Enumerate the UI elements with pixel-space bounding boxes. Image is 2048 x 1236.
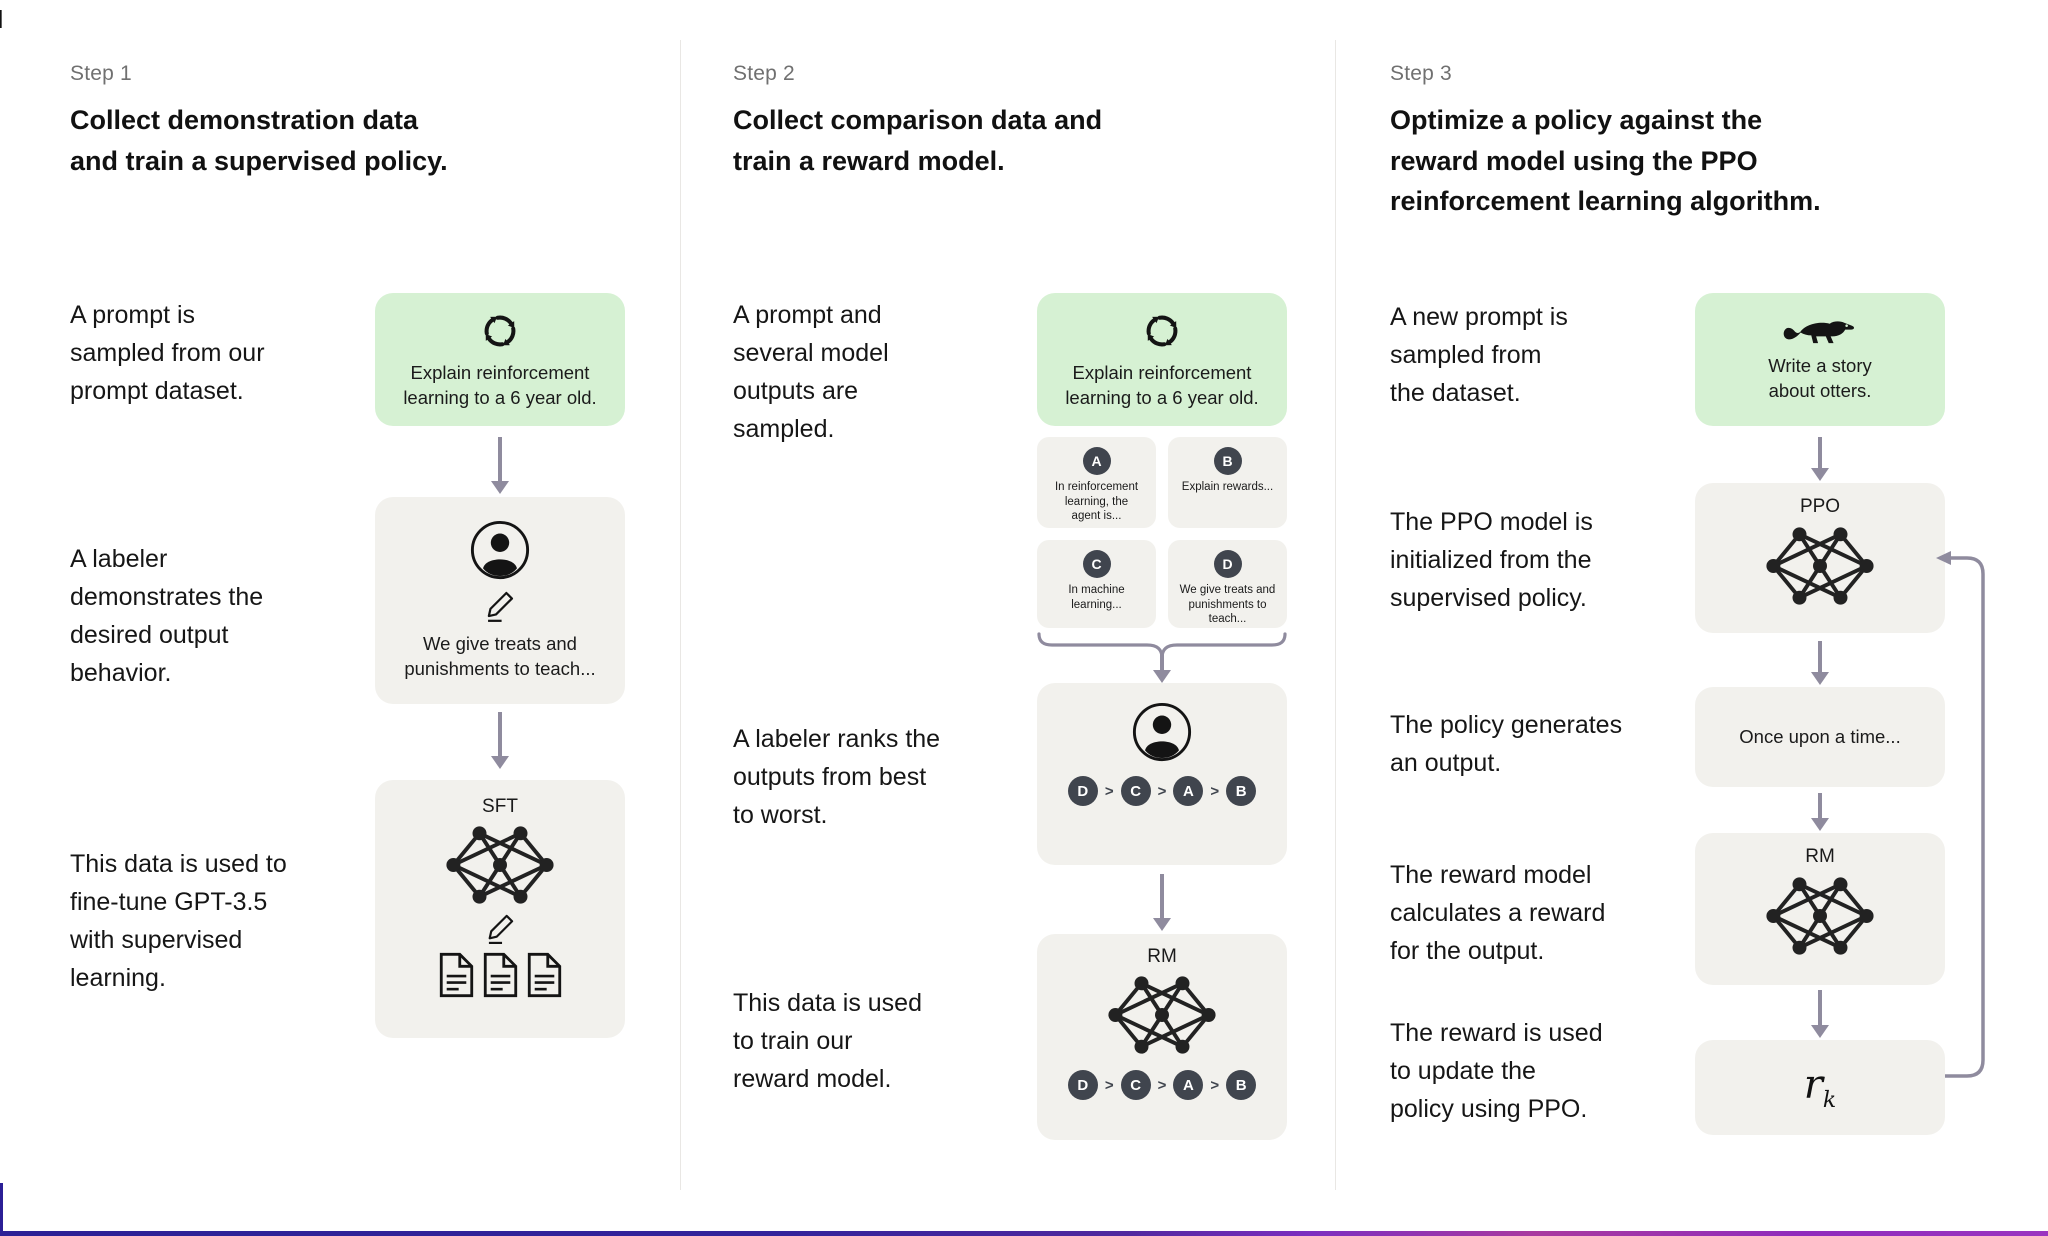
down-arrow xyxy=(1809,990,1831,1038)
prompt-text: Explain reinforcement learning to a 6 ye… xyxy=(1065,362,1259,408)
person-icon xyxy=(470,520,530,580)
reward-value: rk xyxy=(1803,1062,1837,1113)
step-3-caption-reward: The reward model calculates a reward for… xyxy=(1390,861,1606,965)
down-arrow xyxy=(1809,641,1831,685)
output-letter-badge: D xyxy=(1213,550,1242,578)
cycle-icon xyxy=(1139,308,1185,354)
otter-icon xyxy=(1783,320,1855,343)
step-2-caption-prompt: A prompt and several model outputs are s… xyxy=(733,301,889,443)
greater-than: > xyxy=(1157,782,1167,800)
step-1-caption-labeler: A labeler demonstrates the desired outpu… xyxy=(70,545,264,687)
step-3-caption-update: The reward is used to update the policy … xyxy=(1390,1019,1603,1123)
down-arrow xyxy=(1151,874,1173,931)
step-1-sft-box: SFT xyxy=(375,780,625,1038)
neural-net-icon xyxy=(1106,974,1218,1056)
step-2-caption-rank: A labeler ranks the outputs from best to… xyxy=(733,725,941,829)
down-arrow xyxy=(1809,793,1831,831)
sft-label: SFT xyxy=(482,796,518,817)
footer-left-border xyxy=(0,1183,3,1236)
cycle-icon xyxy=(477,308,523,354)
step-3-caption-generate: The policy generates an output. xyxy=(1390,711,1623,777)
step-1-label: Step 1 xyxy=(70,62,132,85)
ranking: D > C > A > B xyxy=(1067,1070,1257,1100)
greater-than: > xyxy=(1210,782,1220,800)
output-text: Explain rewards... xyxy=(1181,481,1274,493)
step-1-caption-prompt: A prompt is sampled from our prompt data… xyxy=(70,301,265,405)
greater-than: > xyxy=(1210,1076,1220,1094)
neural-net-icon xyxy=(1764,525,1876,607)
rank-badge: B xyxy=(1226,776,1257,806)
greater-than: > xyxy=(1104,1076,1114,1094)
step-2-labeler-box: D > C > A > B xyxy=(1037,683,1287,865)
step-1-caption-finetune: This data is used to fine-tune GPT-3.5 w… xyxy=(70,850,287,992)
column-divider-1 xyxy=(680,40,681,1190)
rank-badge: B xyxy=(1226,1070,1257,1100)
step-3-prompt-box: Write a story about otters. xyxy=(1695,293,1945,426)
feedback-loop-arrow xyxy=(1936,551,1985,1078)
rm-label: RM xyxy=(1805,846,1835,867)
document-icon xyxy=(483,952,517,998)
generated-output-text: Once upon a time... xyxy=(1739,725,1901,747)
step-1-prompt-box: Explain reinforcement learning to a 6 ye… xyxy=(375,293,625,426)
prompt-text: Write a story about otters. xyxy=(1768,354,1872,401)
neural-net-icon xyxy=(1764,875,1876,957)
output-letter-badge: A xyxy=(1082,447,1111,475)
step-1-title: Collect demonstration data and train a s… xyxy=(70,105,448,176)
output-box-d: D We give treats and punishments to teac… xyxy=(1168,540,1287,628)
column-divider-2 xyxy=(1335,40,1336,1190)
step-3-output-box: Once upon a time... xyxy=(1695,687,1945,787)
edge-fragment: N xyxy=(0,4,4,35)
person-icon xyxy=(1132,702,1192,762)
documents-icon xyxy=(438,952,563,998)
step-2-caption-train: This data is used to train our reward mo… xyxy=(733,989,922,1093)
ranking: D > C > A > B xyxy=(1067,776,1257,806)
step-3-title: Optimize a policy against the reward mod… xyxy=(1390,105,1821,216)
step-1-labeler-box: We give treats and punishments to teach.… xyxy=(375,497,625,704)
down-arrow xyxy=(1151,652,1173,683)
pencil-icon xyxy=(487,914,513,944)
rank-badge: D xyxy=(1067,1070,1098,1100)
step-3-label: Step 3 xyxy=(1390,62,1452,85)
output-text: In machine learning... xyxy=(1068,584,1125,611)
step-2-title: Collect comparison data and train a rewa… xyxy=(733,105,1103,176)
step-3-rm-box: RM xyxy=(1695,833,1945,985)
pencil-icon xyxy=(486,591,514,622)
rank-badge: C xyxy=(1120,1070,1151,1100)
greater-than: > xyxy=(1157,1076,1167,1094)
output-letter-badge: B xyxy=(1213,447,1242,475)
output-letter-badge: C xyxy=(1082,550,1111,578)
prompt-text: Explain reinforcement learning to a 6 ye… xyxy=(403,362,597,408)
output-box-c: C In machine learning... xyxy=(1037,540,1156,628)
output-box-b: B Explain rewards... xyxy=(1168,437,1287,528)
footer-gradient-bar xyxy=(0,1231,2048,1236)
step-2-label: Step 2 xyxy=(733,62,795,85)
step-3-reward-box: rk xyxy=(1695,1040,1945,1135)
down-arrow xyxy=(489,712,511,769)
labeler-demo-text: We give treats and punishments to teach.… xyxy=(404,633,596,679)
output-text: In reinforcement learning, the agent is.… xyxy=(1054,481,1139,523)
rank-badge: A xyxy=(1173,776,1204,806)
document-icon xyxy=(439,952,473,998)
greater-than: > xyxy=(1104,782,1114,800)
step-3-caption-prompt: A new prompt is sampled from the dataset… xyxy=(1390,303,1568,407)
document-icon xyxy=(527,952,561,998)
neural-net-icon xyxy=(444,824,556,906)
step-2-rm-box: RM D > C > A > B xyxy=(1037,934,1287,1140)
rm-label: RM xyxy=(1147,946,1177,967)
down-arrow xyxy=(1809,437,1831,481)
step-3-caption-init: The PPO model is initialized from the su… xyxy=(1390,508,1593,612)
output-text: We give treats and punishments to teach.… xyxy=(1179,584,1276,626)
down-arrow xyxy=(489,437,511,494)
step-2-prompt-box: Explain reinforcement learning to a 6 ye… xyxy=(1037,293,1287,426)
ppo-label: PPO xyxy=(1799,496,1841,517)
rank-badge: C xyxy=(1120,776,1151,806)
rank-badge: D xyxy=(1067,776,1098,806)
rank-badge: A xyxy=(1173,1070,1204,1100)
output-box-a: A In reinforcement learning, the agent i… xyxy=(1037,437,1156,528)
step-3-ppo-box: PPO xyxy=(1695,483,1945,633)
